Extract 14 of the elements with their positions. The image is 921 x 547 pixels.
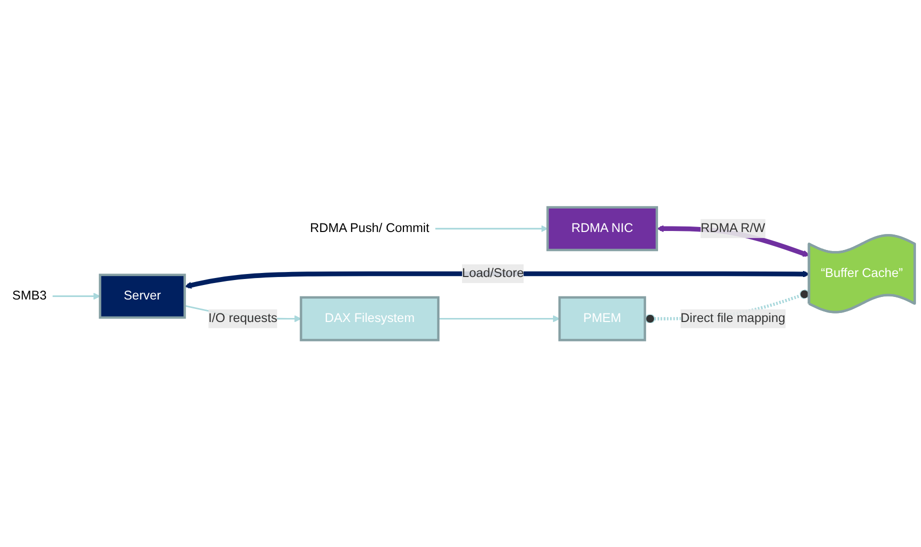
edge-label: Load/Store	[462, 266, 524, 280]
edge-label: RDMA R/W	[700, 221, 766, 235]
node-box: Server	[98, 274, 186, 319]
edge-label: Direct file mapping	[680, 311, 786, 325]
node-box: RDMA NIC	[546, 206, 658, 251]
arrow	[435, 224, 548, 232]
node-text: SMB3	[12, 288, 47, 302]
node-box: PMEM	[558, 296, 646, 342]
node-text: RDMA Push/ Commit	[310, 221, 430, 235]
arrow	[52, 292, 100, 300]
node-box: DAX Filesystem	[300, 296, 440, 342]
arrow	[438, 315, 560, 322]
arrow	[184, 270, 810, 288]
edge-label: I/O requests	[208, 311, 278, 325]
